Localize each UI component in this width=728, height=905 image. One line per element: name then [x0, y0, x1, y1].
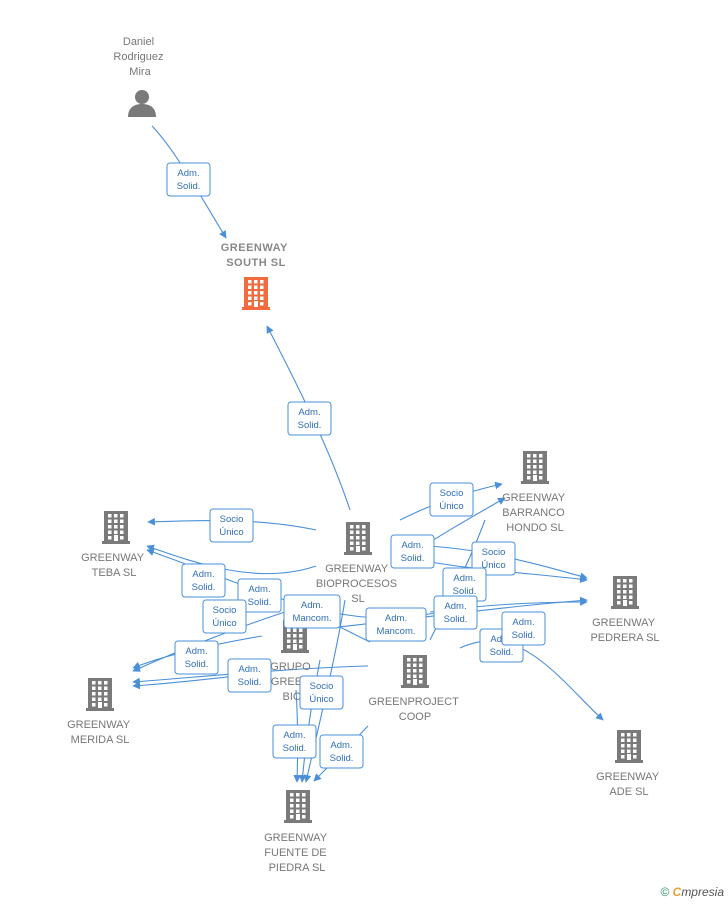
- relation-box[interactable]: Adm. Solid.: [181, 563, 226, 598]
- relation-box[interactable]: Adm. Mancom.: [283, 594, 341, 629]
- edge-bioproc-teba-2: [146, 544, 317, 575]
- building-icon[interactable]: [401, 655, 429, 688]
- node-icons: [86, 90, 643, 823]
- building-icon[interactable]: [284, 790, 312, 823]
- building-icon[interactable]: [102, 511, 130, 544]
- building-icon[interactable]: [344, 522, 372, 555]
- building-icon[interactable]: [86, 678, 114, 711]
- relation-box[interactable]: Adm. Solid.: [433, 595, 478, 630]
- svg-text:Único: Único: [212, 618, 236, 629]
- label-ade: GREENWAY ADE SL: [596, 771, 662, 798]
- relation-box[interactable]: Adm. Solid.: [227, 658, 272, 693]
- svg-text:Socio: Socio: [310, 681, 334, 692]
- svg-text:Adm.: Adm.: [330, 740, 352, 751]
- svg-text:Adm.: Adm.: [185, 646, 207, 657]
- svg-text:Solid.: Solid.: [490, 647, 514, 658]
- svg-text:Único: Único: [309, 694, 333, 705]
- brand-footer: © Cmpresia: [660, 885, 724, 899]
- label-south: GREENWAY SOUTH SL: [221, 242, 292, 269]
- svg-text:Solid.: Solid.: [238, 677, 262, 688]
- svg-text:Único: Único: [439, 501, 463, 512]
- svg-text:Adm.: Adm.: [453, 573, 475, 584]
- svg-text:Solid.: Solid.: [453, 586, 477, 597]
- svg-text:Solid.: Solid.: [283, 743, 307, 754]
- relation-box[interactable]: Adm. Mancom.: [365, 607, 427, 642]
- label-merida: GREENWAY MERIDA SL: [67, 719, 133, 746]
- edge-grupo-merida-2: [132, 611, 286, 672]
- relation-box[interactable]: Adm. Solid.: [166, 162, 211, 197]
- relation-box[interactable]: Adm. Solid.: [287, 401, 332, 436]
- svg-text:Adm.: Adm.: [298, 407, 320, 418]
- svg-text:Solid.: Solid.: [248, 597, 272, 608]
- svg-text:Solid.: Solid.: [192, 582, 216, 593]
- svg-text:Socio: Socio: [482, 547, 506, 558]
- svg-text:Mancom.: Mancom.: [376, 626, 415, 637]
- label-daniel: Daniel Rodriguez Mira: [113, 36, 166, 78]
- svg-text:Solid.: Solid.: [330, 753, 354, 764]
- svg-text:Adm.: Adm.: [301, 600, 323, 611]
- svg-text:Único: Único: [481, 560, 505, 571]
- label-grupo: GRUPO GREEN BIO: [270, 661, 313, 703]
- svg-text:Solid.: Solid.: [298, 420, 322, 431]
- svg-text:Socio: Socio: [213, 605, 237, 616]
- relation-box[interactable]: Adm. Solid.: [501, 611, 546, 646]
- edge-grupo-fuente-2: [298, 659, 321, 783]
- building-icon[interactable]: [242, 277, 270, 310]
- svg-text:Único: Único: [219, 527, 243, 538]
- svg-text:Solid.: Solid.: [444, 614, 468, 625]
- svg-text:Solid.: Solid.: [177, 181, 201, 192]
- label-barranco: GREENWAY BARRANCO HONDO SL: [502, 492, 568, 534]
- svg-text:Adm.: Adm.: [192, 569, 214, 580]
- svg-text:Adm.: Adm.: [385, 613, 407, 624]
- relation-box[interactable]: Adm. Solid.: [237, 578, 282, 613]
- svg-text:Adm.: Adm.: [444, 601, 466, 612]
- label-teba: GREENWAY TEBA SL: [81, 552, 147, 579]
- svg-text:Solid.: Solid.: [401, 553, 425, 564]
- label-pedrera: GREENWAY PEDRERA SL: [590, 617, 659, 644]
- building-icon[interactable]: [611, 576, 639, 609]
- copyright-symbol: ©: [660, 885, 670, 899]
- relation-box[interactable]: Adm. Solid.: [390, 534, 435, 569]
- svg-text:Socio: Socio: [440, 488, 464, 499]
- node-labels: Daniel Rodriguez Mira GREENWAY SOUTH SL …: [67, 36, 662, 874]
- label-fuente: GREENWAY FUENTE DE PIEDRA SL: [264, 832, 330, 874]
- svg-text:Solid.: Solid.: [512, 630, 536, 641]
- brand-logo-text: mpresia: [681, 885, 724, 899]
- label-greenproject: GREENPROJECT COOP: [368, 696, 461, 723]
- relation-boxes: Adm.Solid. Adm.Solid. Adm.Solid. SocioÚn…: [166, 162, 546, 769]
- relation-box[interactable]: Adm. Solid.: [174, 640, 219, 675]
- building-icon[interactable]: [615, 730, 643, 763]
- svg-text:Solid.: Solid.: [185, 659, 209, 670]
- relation-box[interactable]: Adm. Solid.: [442, 567, 487, 602]
- svg-text:Adm.: Adm.: [283, 730, 305, 741]
- svg-text:Adm.: Adm.: [238, 664, 260, 675]
- building-icon[interactable]: [521, 451, 549, 484]
- svg-text:Adm.: Adm.: [401, 540, 423, 551]
- svg-text:Mancom.: Mancom.: [292, 613, 331, 624]
- svg-text:Adm.: Adm.: [177, 168, 199, 179]
- svg-text:Adm.: Adm.: [512, 617, 534, 628]
- person-icon[interactable]: [128, 90, 156, 117]
- svg-text:Adm.: Adm.: [248, 584, 270, 595]
- relation-box[interactable]: Adm. Solid.: [272, 724, 317, 759]
- brand-logo-initial: C: [672, 885, 682, 899]
- svg-text:Socio: Socio: [220, 514, 244, 525]
- label-bioproc: GREENWAY BIOPROCESOS SL: [316, 563, 400, 605]
- relation-box[interactable]: Adm. Solid.: [319, 734, 364, 769]
